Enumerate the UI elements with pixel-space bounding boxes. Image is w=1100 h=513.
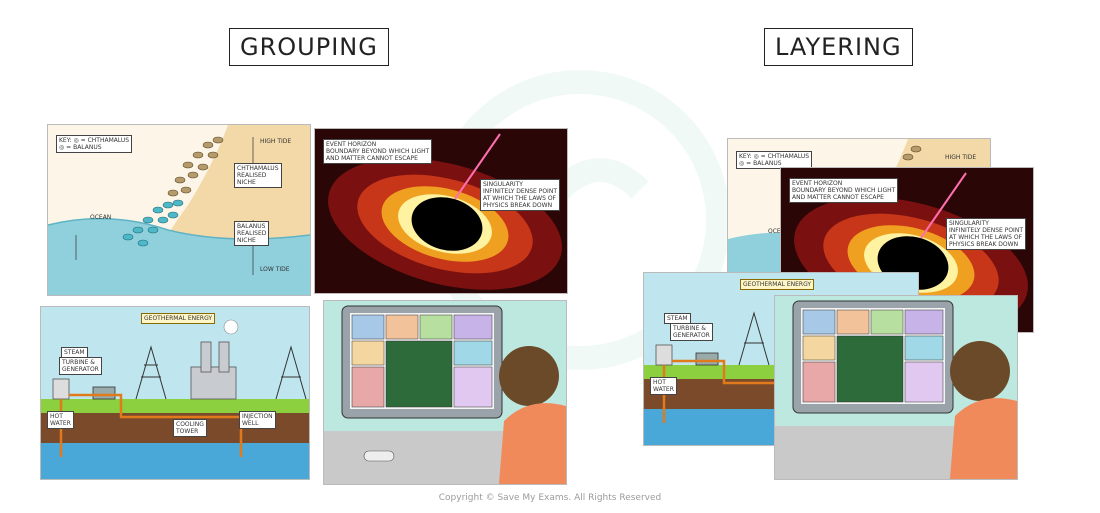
chthamalus-niche-label: CHTHAMALUS REALISED NICHE xyxy=(234,163,282,188)
ocean-label: OCEAN xyxy=(90,214,112,221)
event-horizon-label: EVENT HORIZON BOUNDARY BEYOND WHICH LIGH… xyxy=(323,139,433,164)
layered-barnacle-key: KEY: ◎ = CHTHAMALUS ◎ = BALANUS xyxy=(736,151,813,169)
layered-hot-water-label: HOT WATER xyxy=(650,377,677,395)
copyright-footer: Copyright © Save My Exams. All Rights Re… xyxy=(438,493,662,503)
layered-high-tide-label: HIGH TIDE xyxy=(945,154,977,161)
barnacle-key: KEY: ◎ = CHTHAMALUS ◎ = BALANUS xyxy=(56,135,133,153)
black-hole-panel: EVENT HORIZON BOUNDARY BEYOND WHICH LIGH… xyxy=(314,128,568,294)
cooling-tower-label: COOLING TOWER xyxy=(173,419,207,437)
layered-video-call-illustration xyxy=(775,296,1017,479)
barnacle-niche-panel: KEY: ◎ = CHTHAMALUS ◎ = BALANUS HIGH TID… xyxy=(47,124,311,296)
layered-singularity-label: SINGULARITY INFINITELY DENSE POINT AT WH… xyxy=(946,218,1026,250)
layering-heading: LAYERING xyxy=(764,28,913,66)
layered-event-horizon-label: EVENT HORIZON BOUNDARY BEYOND WHICH LIGH… xyxy=(789,178,899,203)
layered-video-call-panel xyxy=(774,295,1018,480)
layered-turbine-label: TURBINE & GENERATOR xyxy=(670,323,713,341)
barnacle-illustration xyxy=(48,125,310,295)
balanus-niche-label: BALANUS REALISED NICHE xyxy=(234,221,270,246)
layered-geothermal-title: GEOTHERMAL ENERGY xyxy=(740,279,815,290)
high-tide-label: HIGH TIDE xyxy=(260,138,292,145)
video-call-panel xyxy=(323,300,567,485)
injection-well-label: INJECTION WELL xyxy=(239,411,276,429)
singularity-label: SINGULARITY INFINITELY DENSE POINT AT WH… xyxy=(480,179,560,211)
geothermal-panel: GEOTHERMAL ENERGY STEAM TURBINE & GENERA… xyxy=(40,306,310,480)
geothermal-illustration xyxy=(41,307,309,479)
low-tide-label: LOW TIDE xyxy=(260,266,290,273)
geothermal-title: GEOTHERMAL ENERGY xyxy=(141,313,216,324)
hot-water-label: HOT WATER xyxy=(47,411,74,429)
video-call-illustration xyxy=(324,301,566,484)
grouping-heading: GROUPING xyxy=(229,28,389,66)
layered-ocean-label: OCEAN xyxy=(768,228,790,235)
turbine-label: TURBINE & GENERATOR xyxy=(59,357,102,375)
